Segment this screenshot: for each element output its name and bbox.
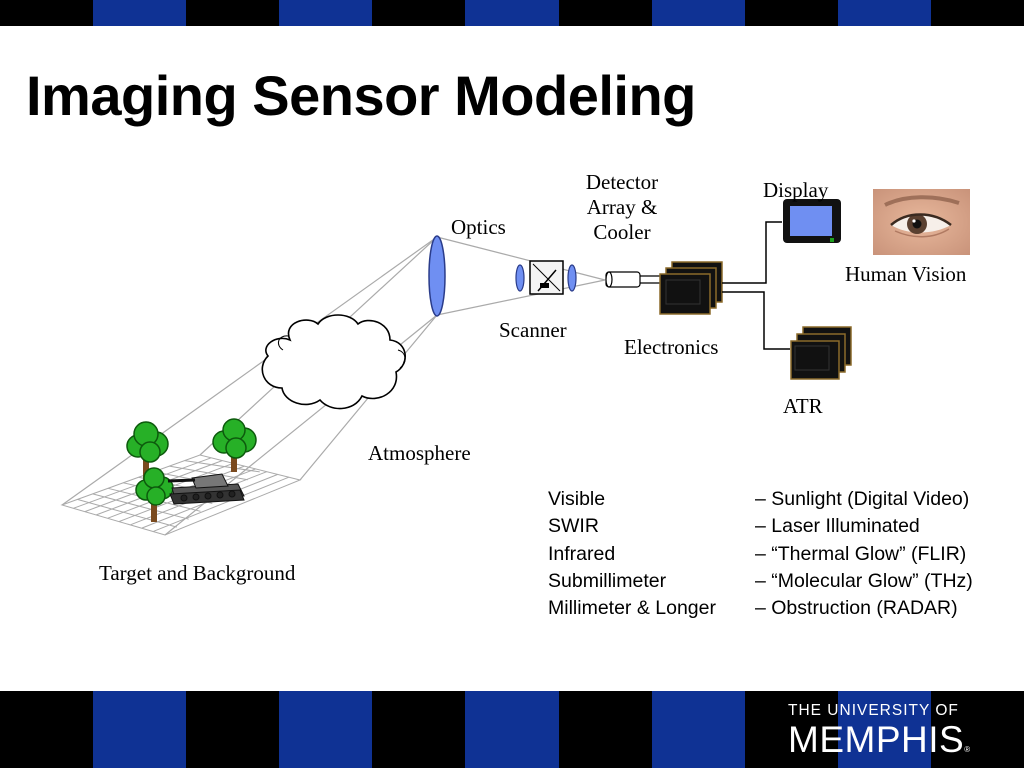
band-name: Submillimeter	[548, 569, 667, 592]
band-description: – Laser Illuminated	[755, 515, 920, 538]
stripe-segment	[744, 0, 838, 26]
logo-wordmark: MEMPHIS	[788, 719, 965, 760]
signal-wires	[722, 221, 790, 350]
label-target-background: Target and Background	[99, 561, 296, 585]
electronics-boards-icon	[659, 261, 723, 315]
top-stripe-bar	[0, 0, 1024, 26]
stripe-segment	[186, 0, 280, 26]
stripe-segment	[837, 0, 931, 26]
stripe-segment	[558, 691, 652, 768]
monitor-icon	[783, 199, 841, 243]
label-optics: Optics	[451, 215, 506, 239]
tree-icon	[212, 418, 257, 472]
band-name: SWIR	[548, 515, 599, 538]
label-atmosphere: Atmosphere	[368, 441, 471, 465]
label-atr: ATR	[783, 394, 823, 418]
stripe-segment	[465, 691, 559, 768]
band-description: – Obstruction (RADAR)	[755, 597, 958, 620]
tree-icon	[135, 467, 174, 522]
stripe-segment	[93, 0, 187, 26]
university-logo: THE UNIVERSITY OF MEMPHIS®	[788, 701, 988, 761]
logo-line-1: THE UNIVERSITY OF	[788, 702, 959, 719]
stripe-segment	[651, 0, 745, 26]
band-description: – “Thermal Glow” (FLIR)	[755, 542, 967, 565]
eye-photo	[873, 189, 970, 255]
band-name: Infrared	[548, 542, 616, 565]
cloud-icon	[261, 314, 406, 410]
sensor-diagram	[60, 199, 852, 536]
stripe-segment	[744, 691, 838, 768]
stripe-segment	[372, 691, 466, 768]
stripe-segment	[837, 691, 931, 768]
bottom-stripe-bar	[0, 691, 1024, 768]
atr-boards-icon	[790, 326, 852, 380]
slide-title: Imaging Sensor Modeling	[26, 64, 696, 127]
stripe-segment	[186, 691, 280, 768]
band-row: Infrared – “Thermal Glow” (FLIR)	[548, 541, 973, 568]
stripe-segment	[93, 691, 187, 768]
stripe-segment	[0, 0, 94, 26]
band-row: Visible – Sunlight (Digital Video)	[548, 486, 973, 513]
lens-icon	[428, 235, 446, 317]
stripe-segment	[465, 0, 559, 26]
dewar-icon	[605, 271, 662, 288]
stripe-segment	[930, 0, 1024, 26]
band-name: Visible	[548, 488, 606, 510]
label-human-vision: Human Vision	[845, 262, 967, 286]
stripe-segment	[279, 0, 373, 26]
label-display: Display	[763, 178, 829, 202]
label-scanner: Scanner	[499, 318, 567, 342]
registered-mark: ®	[964, 745, 971, 754]
band-row: SWIR – Laser Illuminated	[548, 513, 973, 540]
stripe-segment	[558, 0, 652, 26]
tree-icon	[126, 421, 169, 480]
stripe-segment	[0, 691, 94, 768]
logo-line-2: MEMPHIS®	[788, 721, 988, 769]
band-row: Submillimeter – “Molecular Glow” (THz)	[548, 568, 973, 595]
label-electronics: Electronics	[624, 335, 719, 359]
stripe-segment	[930, 691, 1024, 768]
stripe-segment	[372, 0, 466, 26]
tank-icon	[167, 473, 245, 505]
spectral-band-list: Visible – Sunlight (Digital Video) SWIR …	[548, 486, 973, 622]
band-description: – “Molecular Glow” (THz)	[755, 569, 973, 592]
stripe-segment	[279, 691, 373, 768]
scanner-icon	[515, 260, 577, 295]
band-name: Millimeter & Longer	[548, 597, 716, 620]
band-description: – Sunlight (Digital Video)	[755, 488, 970, 510]
band-row: Millimeter & Longer – Obstruction (RADAR…	[548, 595, 973, 622]
label-detector: Detector Array & Cooler	[585, 170, 659, 245]
stripe-segment	[651, 691, 745, 768]
